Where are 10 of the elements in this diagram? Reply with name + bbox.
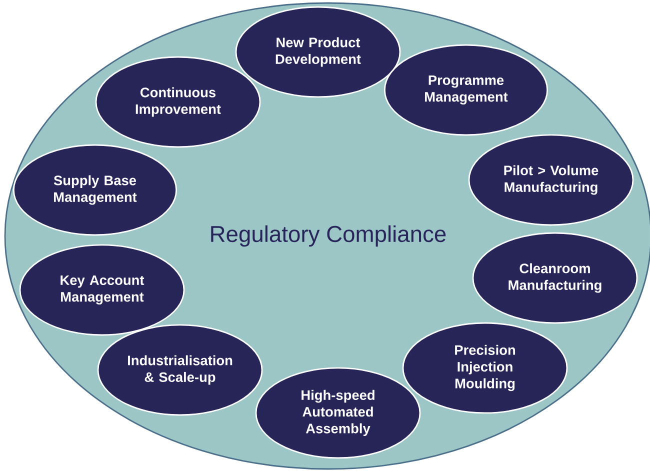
oval-box: Continuous Improvement xyxy=(95,56,261,148)
oval-box: Pilot > Volume Manufacturing xyxy=(468,134,634,226)
oval-box: Programme Management xyxy=(384,44,548,136)
oval-box: High-speed Automated Assembly xyxy=(255,367,421,459)
oval-box: Industrialisation & Scale-up xyxy=(97,324,263,416)
oval-box: Supply Base Management xyxy=(13,144,178,236)
oval-box: Key Account Management xyxy=(19,244,185,336)
oval-box: Precision Injection Moulding xyxy=(402,322,568,414)
oval-box: Cleanroom Manufacturing xyxy=(472,232,638,324)
oval-box: New Product Development xyxy=(235,6,401,98)
